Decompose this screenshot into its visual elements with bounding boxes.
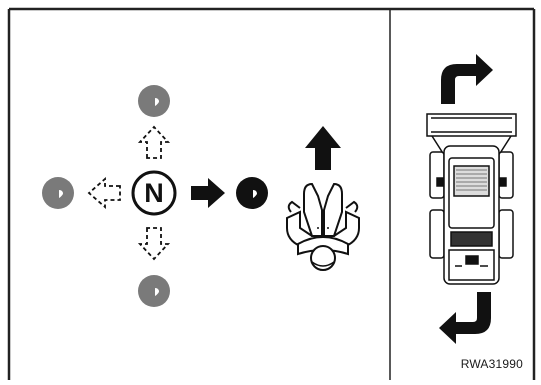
machine-turn-panel: [426, 54, 517, 344]
neutral-label: N: [144, 178, 164, 208]
joystick-pattern: N: [42, 85, 268, 307]
forward-position-ball-icon: [138, 85, 170, 117]
dashed-left-arrow-icon: [87, 177, 121, 209]
turn-left-arrow-icon: [439, 292, 491, 344]
neutral-position-icon: N: [131, 170, 177, 216]
dashed-down-arrow-icon: [137, 227, 171, 261]
dashed-up-arrow-icon: [137, 125, 171, 159]
operator-seated-top-view-icon: [286, 126, 360, 271]
solid-right-arrow-icon: [191, 178, 225, 208]
skid-steer-loader-top-view-icon: [426, 113, 517, 285]
left-position-ball-icon: [42, 177, 74, 209]
back-position-ball-icon: [138, 275, 170, 307]
up-arrow-icon: [305, 126, 341, 170]
turn-right-arrow-icon: [441, 54, 493, 104]
figure-frame: [7, 7, 536, 380]
figure-reference-code: RWA31990: [460, 357, 523, 371]
right-position-ball-icon: [236, 177, 268, 209]
